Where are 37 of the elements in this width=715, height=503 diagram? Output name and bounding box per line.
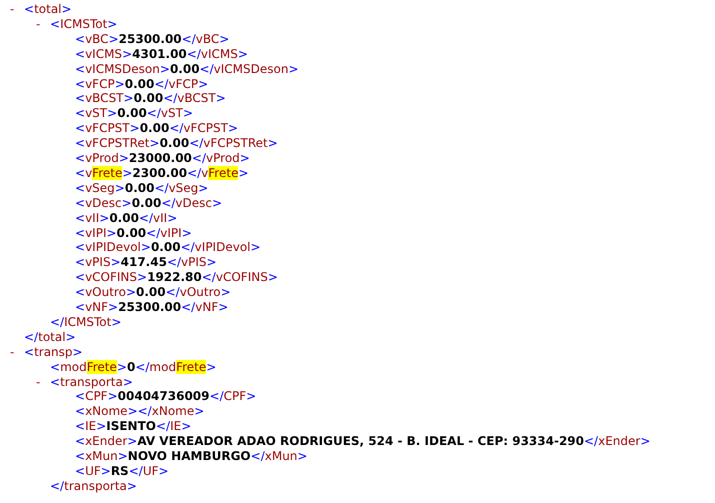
xml-line: <vICMSDeson>0.00</vICMSDeson> — [75, 62, 299, 77]
collapse-toggle: - — [36, 374, 40, 390]
xml-line: </total> — [24, 330, 76, 345]
xml-line: <total> — [24, 2, 72, 17]
xml-line: <vCOFINS>1922.80</vCOFINS> — [75, 270, 278, 286]
xml-line: <vProd>23000.00</vProd> — [75, 151, 250, 166]
collapse-toggle: - — [10, 344, 14, 360]
xml-line: <vST>0.00</vST> — [75, 106, 194, 122]
xml-line: <vFCPSTRet>0.00</vFCPSTRet> — [75, 136, 278, 152]
xml-line: <modFrete>0</modFrete> — [50, 360, 216, 375]
xml-line: <IE>ISENTO</IE> — [75, 419, 192, 434]
xml-line: <vII>0.00</vII> — [75, 210, 178, 226]
xml-line: <vOutro>0.00</vOutro> — [75, 285, 231, 300]
xml-line: <transporta> — [50, 374, 133, 390]
xml-line: <xNome></xNome> — [75, 404, 204, 420]
xml-line: <CPF>00404736009</CPF> — [75, 389, 256, 404]
xml-line: <vDesc>0.00</vDesc> — [75, 196, 222, 211]
xml-line: <UF>RS</UF> — [75, 464, 169, 479]
xml-line: <xEnder>AV VEREADOR ADAO RODRIGUES, 524 - B. IDEAL - CEP: 93334-290</xEnder> — [75, 434, 650, 450]
xml-line: <vSeg>0.00</vSeg> — [75, 180, 208, 196]
xml-line: <xMun>NOVO HAMBURGO</xMun> — [75, 449, 308, 464]
xml-line: <vFCP>0.00</vFCP> — [75, 76, 208, 92]
xml-line: <ICMSTot> — [50, 16, 118, 32]
xml-line: <transp> — [24, 344, 83, 360]
xml-line: <vFrete>2300.00</vFrete> — [75, 166, 249, 181]
xml-line: <vBCST>0.00</vBCST> — [75, 91, 226, 106]
xml-line: <vFCPST>0.00</vFCPST> — [75, 121, 238, 136]
xml-line: <vPIS>417.45</vPIS> — [75, 255, 217, 270]
xml-line: <vIPI>0.00</vIPI> — [75, 226, 192, 240]
xml-line: <vNF>25300.00</vNF> — [75, 300, 228, 315]
xml-line: <vICMS>4301.00</vICMS> — [75, 46, 248, 62]
xml-line: </ICMSTot> — [50, 314, 122, 330]
collapse-toggle: - — [36, 16, 40, 32]
xml-line: </transporta> — [50, 478, 137, 494]
collapse-toggle: - — [10, 2, 14, 17]
xml-line: <vBC>25300.00</vBC> — [75, 32, 230, 47]
xml-line: <vIPIDevol>0.00</vIPIDevol> — [75, 240, 261, 256]
